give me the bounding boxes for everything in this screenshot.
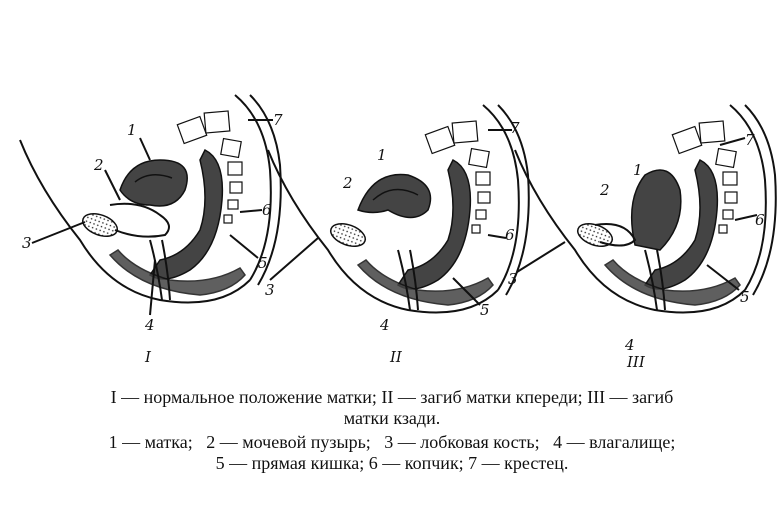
label-coccyx: 6 (262, 201, 272, 219)
label-sacrum: 7 (745, 131, 755, 149)
figure-numeral: I (144, 348, 152, 366)
caption-line-2: матки кзади. (343, 408, 441, 428)
label-uterus: 1 (377, 146, 387, 164)
label-pubic-bone: 3 (22, 234, 32, 252)
label-sacrum: 7 (510, 119, 520, 137)
caption-line-3: 1 — матка; 2 — мочевой пузырь; 3 — лобко… (108, 432, 676, 452)
label-vagina: 4 (624, 336, 635, 354)
label-pubic-bone: 3 (265, 281, 275, 299)
label-bladder: 2 (342, 174, 353, 192)
figure-numeral: II (389, 348, 403, 366)
label-uterus: 1 (633, 161, 643, 179)
label-bladder: 2 (93, 156, 104, 174)
label-coccyx: 6 (755, 211, 765, 229)
figure-3-labels: 1 2 3 4 5 6 7 III (508, 131, 765, 371)
figure-numeral: III (626, 353, 646, 371)
figure-2-labels: 1 2 3 4 5 6 7 II (265, 119, 520, 366)
label-rectum: 5 (258, 254, 268, 272)
diagram-panels: 1 2 3 4 5 6 7 I 1 2 3 4 5 6 7 II 1 2 3 4… (19, 94, 777, 371)
figure-1-labels: 1 2 3 4 5 6 7 I (22, 111, 283, 366)
label-rectum: 5 (480, 301, 490, 319)
label-vagina: 4 (379, 316, 390, 334)
figure-anteflexion (267, 104, 530, 314)
label-uterus: 1 (127, 121, 137, 139)
label-coccyx: 6 (505, 226, 515, 244)
label-rectum: 5 (740, 288, 750, 306)
caption-line-1: I — нормальное положение матки; II — заг… (110, 387, 674, 407)
label-pubic-bone: 3 (508, 270, 518, 288)
label-bladder: 2 (599, 181, 610, 199)
figure-normal-position (19, 94, 282, 316)
caption-line-4: 5 — прямая кишка; 6 — копчик; 7 — кресте… (215, 453, 569, 473)
figure-retroflexion (514, 104, 777, 314)
label-sacrum: 7 (273, 111, 283, 129)
label-vagina: 4 (144, 316, 155, 334)
